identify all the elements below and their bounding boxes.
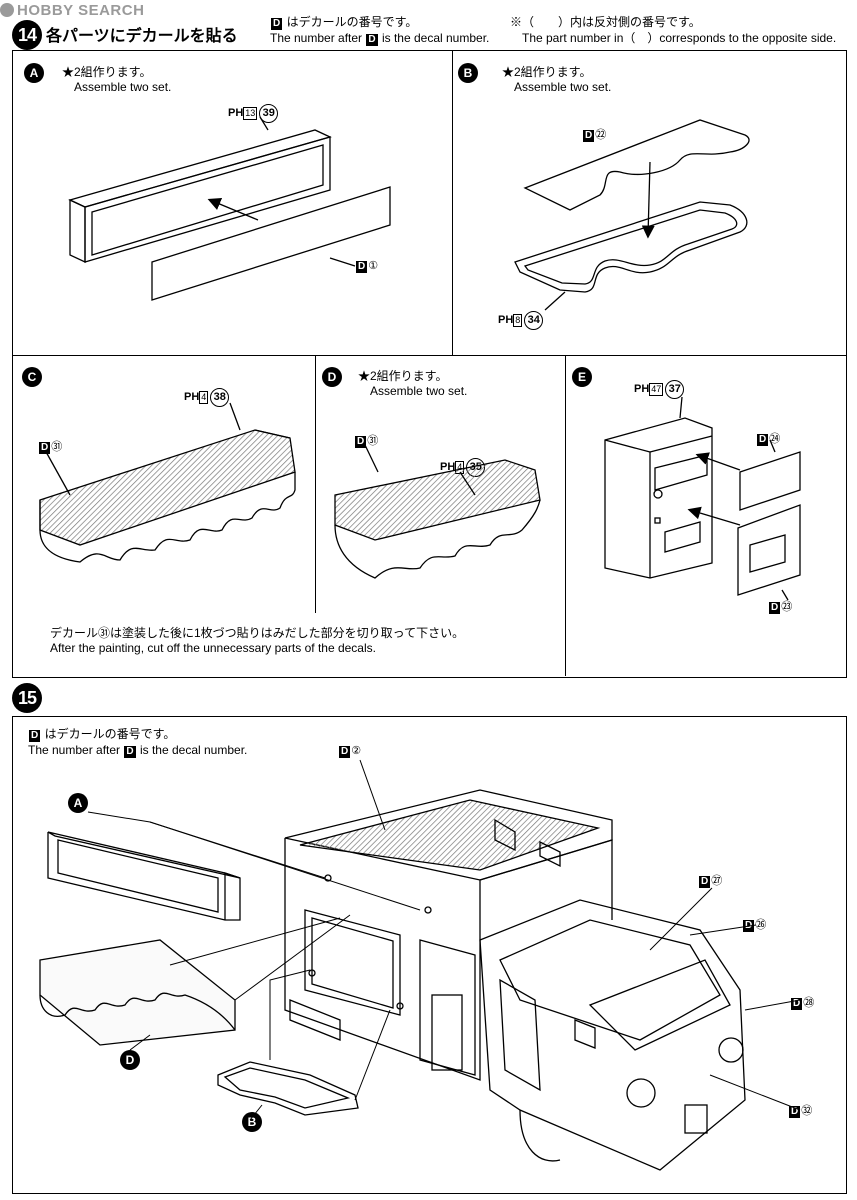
panel-b-frame-part — [514, 201, 748, 293]
step-15-signboard — [47, 831, 241, 921]
part-number-badge: 38 — [210, 388, 230, 407]
step-15-frame — [12, 716, 847, 1194]
panel-d-badge: D — [322, 367, 342, 387]
panel-divider-de — [565, 355, 566, 676]
step-15-number: 15 — [12, 683, 42, 713]
panel-divider-h — [12, 355, 846, 356]
step-14-opposite-note: ※（ ）内は反対側の番号です。 The part number in（ ）cor… — [510, 15, 837, 45]
step-14-decal-note: D はデカールの番号です。 The number after D is the … — [270, 15, 490, 46]
panel-b-badge: B — [458, 63, 478, 83]
step-15-callout-b: B — [242, 1112, 262, 1132]
step-15-frame-part — [217, 1061, 359, 1116]
step-15-decal-note: D はデカールの番号です。 The number after D is the … — [28, 727, 248, 758]
panel-e-decal-24 — [739, 451, 801, 511]
step-15-awning — [39, 939, 236, 1046]
panel-b-arrow — [641, 161, 655, 239]
panel-a-decal — [151, 186, 391, 301]
panel-c-awning — [39, 429, 296, 563]
step-15-callout-a: A — [68, 793, 88, 813]
panel-b-note: ★2組作ります。 Assemble two set. — [502, 65, 612, 94]
panel-a-arrow — [207, 198, 259, 221]
panel-a-badge: A — [24, 63, 44, 83]
step-14-number: 14 — [12, 20, 42, 50]
decal-d-icon: D — [366, 34, 378, 46]
panel-e-cabinet — [604, 417, 713, 579]
panel-e-decal-23 — [737, 504, 801, 596]
part-number-badge: 34 — [524, 311, 544, 330]
decal-31-note: デカール㉛は塗装した後に1枚づつ貼りはみだした部分を切り取って下さい。 Afte… — [50, 626, 465, 655]
decal-d-icon: D — [29, 730, 41, 742]
watermark: HOBBY SEARCH — [0, 2, 144, 19]
panel-a-signboard — [68, 116, 332, 264]
panel-d-note: ★2組作ります。 Assemble two set. — [358, 369, 468, 398]
step-14-frame — [12, 50, 847, 678]
panel-a-note: ★2組作ります。 Assemble two set. — [62, 65, 172, 94]
panel-d-awning — [334, 459, 541, 579]
part-number-badge: 37 — [665, 380, 685, 399]
step-14-title: 各パーツにデカールを貼る — [46, 26, 238, 45]
decal-d-icon: D — [124, 746, 136, 758]
hobby-search-logo-icon — [0, 3, 14, 17]
panel-c-badge: C — [22, 367, 42, 387]
part-number-badge: 39 — [259, 104, 279, 123]
decal-d-icon: D — [271, 18, 283, 30]
step-15-callout-d: D — [120, 1050, 140, 1070]
panel-e-badge: E — [572, 367, 592, 387]
panel-b-decal-shape — [523, 119, 750, 211]
panel-divider-cd — [315, 355, 316, 613]
truck-body — [284, 789, 746, 1171]
panel-divider-ab — [452, 50, 453, 355]
step-15-leader-lines — [87, 759, 801, 1121]
